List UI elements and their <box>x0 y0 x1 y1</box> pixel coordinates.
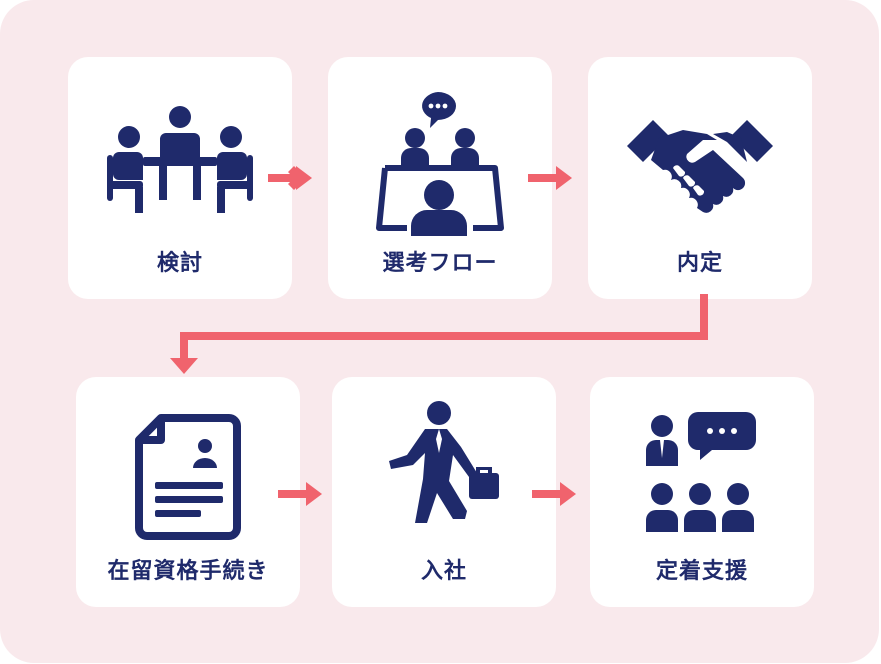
step-card-retention-support: 定着支援 <box>590 377 814 607</box>
step-label: 在留資格手続き <box>107 559 269 584</box>
step-card-selection-flow: 選考フロー <box>328 57 552 299</box>
support-icon <box>590 403 814 543</box>
businessman-walking-icon <box>332 399 556 539</box>
arrow-right-2-3-icon <box>528 166 572 190</box>
step-label: 内定 <box>676 251 723 276</box>
step-label: 選考フロー <box>382 251 498 276</box>
step-card-consideration: 検討 <box>68 57 292 299</box>
step-label: 検討 <box>156 251 203 276</box>
arrow-right-4-5-icon <box>278 482 322 506</box>
meeting-icon <box>68 93 292 233</box>
arrow-right-5-6-icon <box>532 482 576 506</box>
arrow-right-1-2-icon <box>268 166 312 190</box>
handshake-icon <box>588 93 812 233</box>
step-card-residence-status: 在留資格手続き <box>76 377 300 607</box>
arrow-connector-3-4-icon <box>170 294 708 374</box>
step-label: 定着支援 <box>655 559 748 584</box>
document-icon <box>76 407 300 547</box>
interview-icon <box>328 92 552 236</box>
step-label: 入社 <box>420 559 467 584</box>
step-card-joining: 入社 <box>332 377 556 607</box>
step-card-job-offer: 内定 <box>588 57 812 299</box>
